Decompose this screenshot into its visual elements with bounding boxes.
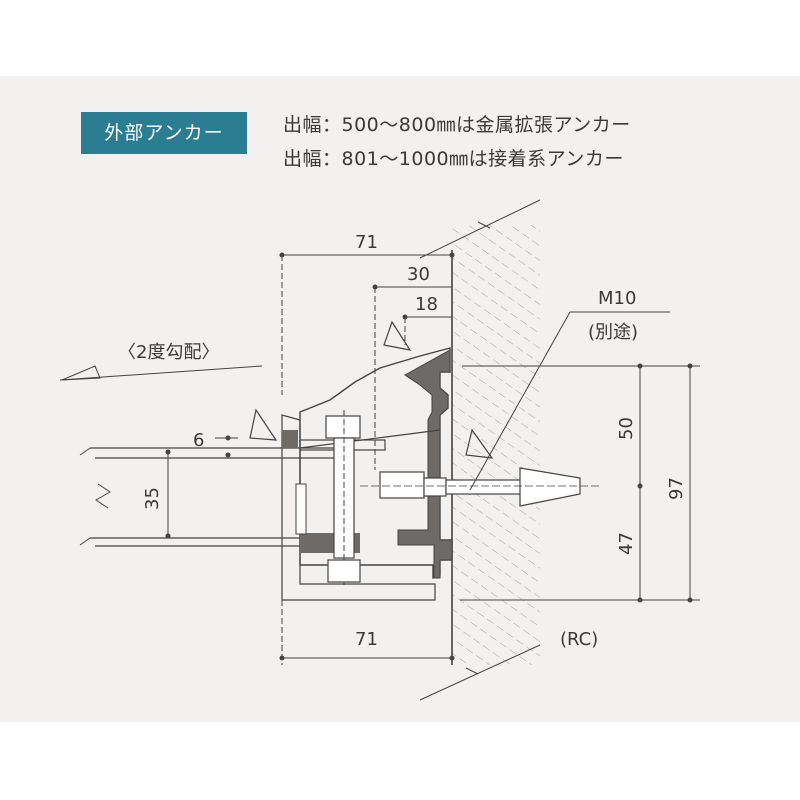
concrete-wall bbox=[419, 199, 541, 701]
note-metal-anchor: 出幅：500〜800㎜は金属拡張アンカー bbox=[283, 114, 631, 136]
dim-18: 18 bbox=[415, 294, 438, 315]
drawing-panel bbox=[0, 76, 800, 722]
seal-marks bbox=[249, 320, 494, 459]
dim-47: 47 bbox=[616, 532, 637, 555]
note-adhesive-anchor: 出幅：801〜1000㎜は接着系アンカー bbox=[283, 148, 624, 170]
dim-50: 50 bbox=[616, 417, 637, 440]
vertical-bolt bbox=[295, 410, 361, 585]
bolt-note-label: (別途) bbox=[588, 322, 638, 343]
dimension-lines bbox=[165, 252, 700, 665]
slope-arrow bbox=[59, 365, 263, 381]
floor-board bbox=[79, 447, 335, 547]
dim-6: 6 bbox=[193, 430, 204, 451]
anchor-type-badge: 外部アンカー bbox=[81, 112, 247, 154]
wall-type-label: (RC) bbox=[560, 629, 598, 650]
dim-35: 35 bbox=[142, 487, 163, 510]
dim-30: 30 bbox=[407, 264, 430, 285]
aluminium-profile bbox=[281, 347, 453, 601]
bolt-size-label: M10 bbox=[598, 288, 636, 309]
anchor-bolt bbox=[360, 467, 600, 507]
dim-71-top: 71 bbox=[355, 232, 378, 253]
slope-label: 〈2度勾配〉 bbox=[118, 342, 219, 363]
dim-97: 97 bbox=[666, 477, 687, 500]
dim-71-bottom: 71 bbox=[355, 629, 378, 650]
